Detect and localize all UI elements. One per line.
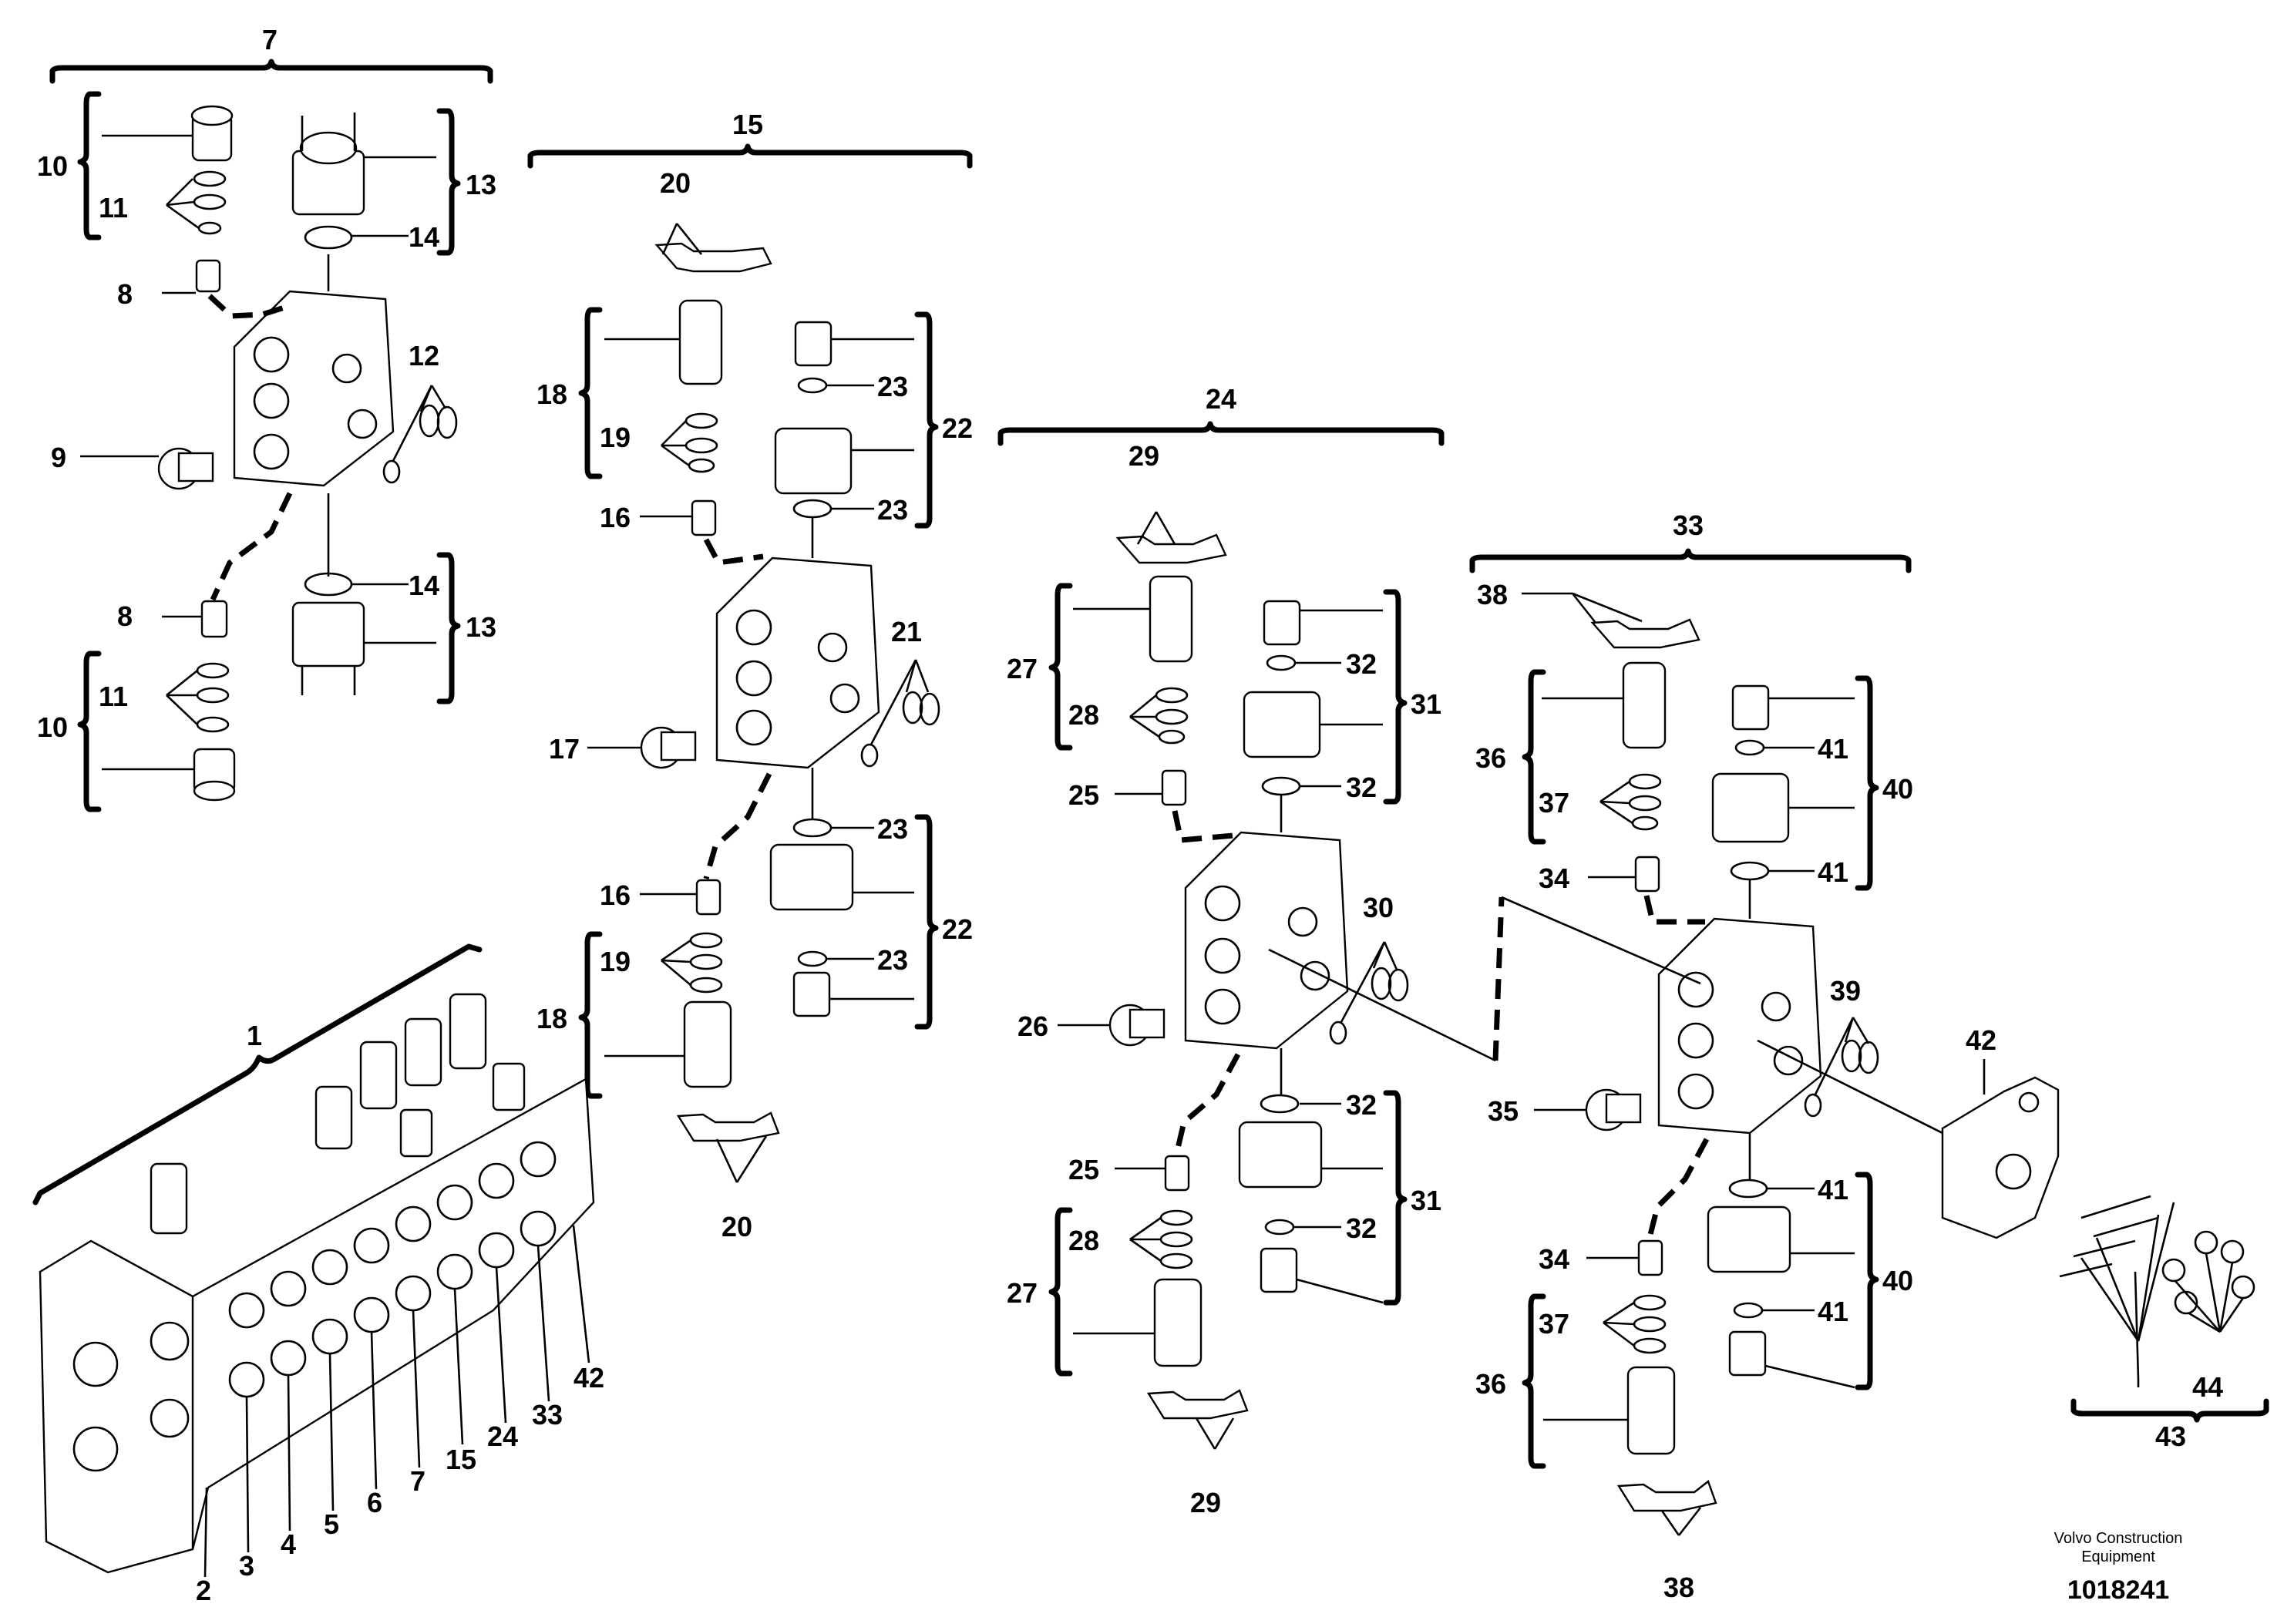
callout-41-c: 41 [1818, 1174, 1848, 1205]
callout-7-top: 7 [262, 24, 278, 55]
callout-8-lower: 8 [117, 600, 133, 632]
callout-39: 39 [1830, 975, 1861, 1007]
callout-20-lower: 20 [722, 1211, 752, 1242]
section-33-parts [1585, 618, 1879, 1512]
callout-8-upper: 8 [117, 278, 133, 310]
callout-labels: 7 10 11 13 14 8 12 9 8 14 13 11 10 15 20… [37, 24, 2223, 1606]
callout-32-b: 32 [1346, 772, 1377, 803]
callout-9: 9 [51, 442, 66, 473]
callout-38-lower: 38 [1663, 1572, 1694, 1603]
callout-32-d: 32 [1346, 1212, 1377, 1244]
callout-15-top: 15 [732, 109, 763, 140]
callout-35: 35 [1488, 1095, 1519, 1127]
callout-34-upper: 34 [1539, 862, 1569, 894]
callout-22-upper: 22 [942, 412, 973, 444]
callout-41-d: 41 [1818, 1296, 1848, 1327]
callout-36-upper: 36 [1475, 742, 1506, 774]
callout-31-lower: 31 [1411, 1185, 1441, 1216]
callout-15-bottom: 15 [446, 1444, 476, 1475]
callout-3: 3 [239, 1550, 254, 1582]
callout-29-lower: 29 [1190, 1487, 1221, 1518]
valve-assembly-1 [39, 993, 595, 1574]
callout-29-upper: 29 [1128, 440, 1159, 472]
callout-33-bottom: 33 [532, 1399, 563, 1431]
callout-14-upper: 14 [409, 221, 439, 253]
group-braces [32, 59, 2269, 1469]
callout-38-upper: 38 [1477, 579, 1508, 610]
end-plate-42 [1941, 1076, 2255, 1380]
callout-6: 6 [367, 1487, 382, 1518]
caption-company-line1: Volvo Construction [2054, 1530, 2183, 1547]
callout-36-lower: 36 [1475, 1368, 1506, 1400]
callout-27-upper: 27 [1007, 653, 1038, 684]
callout-23-a: 23 [877, 371, 908, 402]
callout-28-upper: 28 [1068, 699, 1099, 731]
callout-27-lower: 27 [1007, 1277, 1038, 1309]
callout-44: 44 [2192, 1371, 2223, 1403]
callout-17: 17 [549, 733, 580, 765]
callout-30: 30 [1363, 892, 1394, 923]
callout-21: 21 [891, 616, 922, 647]
callout-40-upper: 40 [1882, 773, 1913, 805]
callout-25-lower: 25 [1068, 1154, 1099, 1185]
callout-13-upper: 13 [466, 169, 496, 200]
section-7-parts [157, 105, 458, 802]
section-24-parts [1108, 533, 1409, 1420]
callout-16-lower: 16 [600, 879, 631, 911]
callout-34-lower: 34 [1539, 1243, 1569, 1275]
callout-11-lower: 11 [99, 681, 128, 712]
callout-23-b: 23 [877, 494, 908, 526]
section-15-parts [640, 242, 940, 1142]
callout-24-top: 24 [1206, 383, 1236, 415]
callout-33-top: 33 [1673, 509, 1704, 541]
callout-32-c: 32 [1346, 1089, 1377, 1121]
callout-23-c: 23 [877, 813, 908, 845]
callout-42-right: 42 [1966, 1024, 1996, 1056]
callout-32-a: 32 [1346, 648, 1377, 680]
callout-31-upper: 31 [1411, 688, 1441, 720]
callout-2: 2 [196, 1575, 211, 1606]
callout-43: 43 [2155, 1421, 2186, 1452]
callout-42-bottom: 42 [574, 1362, 604, 1394]
callout-41-a: 41 [1818, 733, 1848, 765]
callout-5: 5 [324, 1508, 339, 1540]
callout-41-b: 41 [1818, 856, 1848, 888]
callout-10-lower: 10 [37, 711, 68, 743]
callout-11-upper: 11 [99, 192, 128, 224]
callout-13-lower: 13 [466, 611, 496, 643]
callout-40-lower: 40 [1882, 1265, 1913, 1296]
callout-18-upper: 18 [536, 378, 567, 410]
callout-24-bottom: 24 [487, 1421, 518, 1452]
callout-37-upper: 37 [1539, 787, 1569, 819]
leader-lines [80, 134, 2140, 1578]
callout-1: 1 [247, 1020, 262, 1051]
callout-16-upper: 16 [600, 502, 631, 533]
callout-18-lower: 18 [536, 1003, 567, 1034]
drawing-number: 1018241 [2067, 1575, 2169, 1605]
caption-block: Volvo Construction Equipment 1018241 [2054, 1530, 2183, 1605]
callout-12: 12 [409, 340, 439, 372]
callout-28-lower: 28 [1068, 1225, 1099, 1256]
callout-22-lower: 22 [942, 913, 973, 945]
callout-25-upper: 25 [1068, 779, 1099, 811]
callout-4: 4 [281, 1528, 296, 1560]
caption-company-line2: Equipment [2081, 1548, 2155, 1565]
callout-14-lower: 14 [409, 570, 439, 601]
callout-20-upper: 20 [660, 167, 691, 199]
callout-19-lower: 19 [600, 946, 631, 977]
callout-7-bottom: 7 [410, 1465, 426, 1497]
callout-19-upper: 19 [600, 422, 631, 453]
callout-26: 26 [1018, 1010, 1048, 1042]
callout-23-d: 23 [877, 944, 908, 976]
callout-10-upper: 10 [37, 150, 68, 182]
callout-37-lower: 37 [1539, 1308, 1569, 1340]
